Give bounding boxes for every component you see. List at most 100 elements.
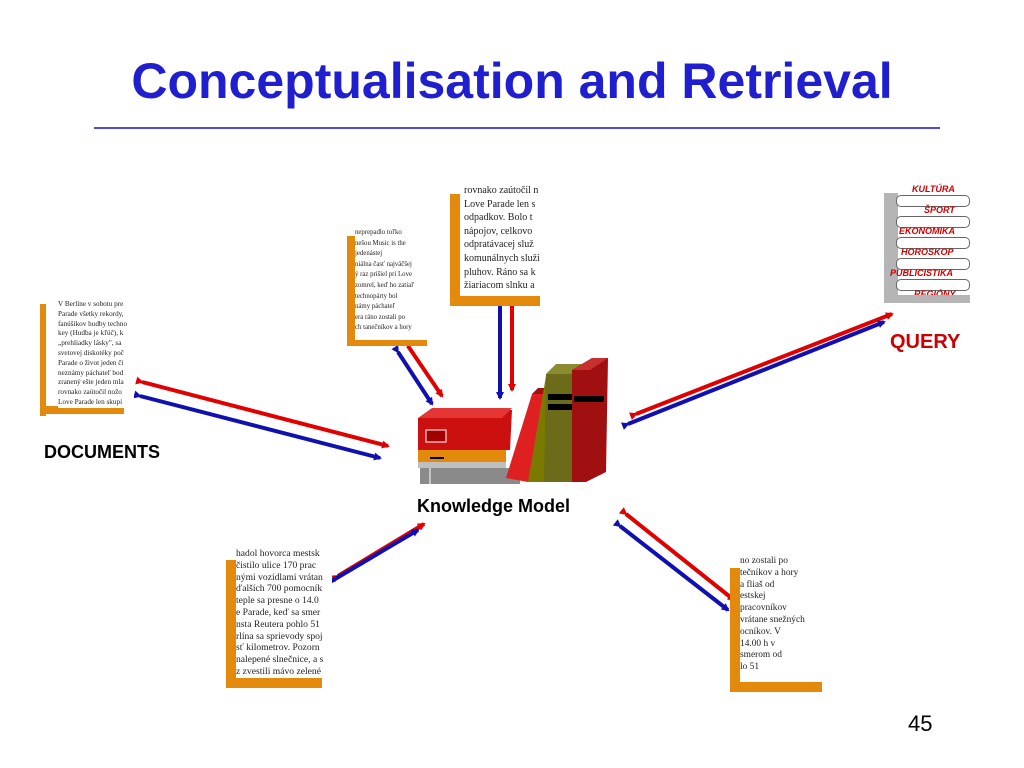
doc-line: pluhov. Ráno sa k bbox=[464, 266, 536, 278]
doc-line: smerom od bbox=[740, 650, 782, 661]
doc-line: no zostali po bbox=[740, 556, 788, 566]
doc-line: pracovníkov bbox=[740, 603, 787, 614]
document-top-center: rovnako zaútočil n Love Parade len s odp… bbox=[450, 184, 560, 308]
doc-line: teple sa presne o 14.0 bbox=[236, 595, 319, 607]
arrow-br-red bbox=[618, 507, 736, 602]
category-sport: ŠPORT bbox=[924, 205, 955, 215]
category-tab bbox=[896, 195, 970, 207]
documents-label: DOCUMENTS bbox=[44, 442, 160, 462]
category-regiony: REGIÓNY bbox=[914, 289, 956, 295]
doc-line: hadol hovorca mestsk bbox=[236, 548, 320, 559]
doc-line: 14.00 h v bbox=[740, 638, 776, 649]
doc-line: era ráno zostali po bbox=[355, 313, 406, 321]
doc-line: Parade všetky rekordy, bbox=[58, 309, 124, 318]
doc-line: Love Parade len s bbox=[464, 198, 536, 210]
doc-bracket bbox=[40, 304, 46, 416]
doc-text: hadol hovorca mestsk čistilo ulice 170 p… bbox=[236, 548, 332, 678]
doc-line: niálna časť najväčšej bbox=[355, 260, 412, 268]
knowledge-model-label: Knowledge Model bbox=[417, 496, 570, 516]
category-ekonomika: EKONOMIKA bbox=[899, 226, 955, 236]
doc-line: estskej bbox=[740, 591, 766, 602]
slide-title: Conceptualisation and Retrieval bbox=[131, 53, 893, 109]
document-upper-middle: neprepadlo toľko nešou Music is the jede… bbox=[347, 228, 437, 348]
doc-line: svetovej diskotéky poč bbox=[58, 348, 124, 357]
category-tab bbox=[896, 258, 970, 270]
arrow-br-blue bbox=[612, 519, 730, 612]
doc-line: zranený ešte jeden mla bbox=[58, 378, 124, 387]
doc-bracket bbox=[347, 236, 355, 346]
title-divider bbox=[94, 127, 940, 129]
category-tab bbox=[896, 237, 970, 249]
document-bottom-left: hadol hovorca mestsk čistilo ulice 170 p… bbox=[226, 548, 336, 688]
doc-line: sť kilometrov. Pozorn bbox=[236, 642, 320, 654]
arrow-query-blue bbox=[620, 320, 886, 430]
doc-bracket bbox=[450, 296, 540, 306]
doc-line: čistilo ulice 170 prac bbox=[236, 559, 317, 571]
doc-line: z zvestili mávo zelené bbox=[236, 665, 321, 677]
category-horoskop: HOROSKOP bbox=[901, 247, 954, 257]
doc-line: nápojov, celkovo bbox=[464, 225, 533, 237]
stack-base bbox=[884, 295, 970, 303]
doc-bracket bbox=[226, 560, 236, 688]
document-bottom-right: no zostali po tečníkov a hory a fliaš od… bbox=[730, 556, 834, 694]
doc-line: rovnako zaútočil nožo bbox=[58, 388, 122, 397]
doc-bracket bbox=[40, 406, 124, 414]
doc-line: nsta Reutera pohlo 51 bbox=[236, 618, 320, 630]
doc-text: neprepadlo toľko nešou Music is the jede… bbox=[355, 228, 435, 340]
doc-line: odpratávacej služ bbox=[464, 239, 534, 251]
doc-line: ch tanečníkov a hory bbox=[355, 324, 412, 332]
doc-line: ý raz prišiel pri Love bbox=[355, 271, 412, 279]
doc-line: key (Hudba je kľúč), k bbox=[58, 329, 124, 338]
arrow-um-red bbox=[401, 338, 444, 398]
doc-line: V Berlíne v sobotu pre bbox=[58, 300, 124, 308]
doc-line: neznámy páchateľ bod bbox=[58, 368, 124, 377]
doc-text: rovnako zaútočil n Love Parade len s odp… bbox=[464, 184, 558, 296]
doc-bracket bbox=[226, 678, 322, 688]
doc-bracket bbox=[450, 194, 460, 306]
doc-line: e Parade, keď sa smer bbox=[236, 606, 321, 618]
doc-line: odpadkov. Bolo t bbox=[464, 212, 533, 224]
doc-line: nými vozidlami vrátan bbox=[236, 571, 323, 583]
category-tab bbox=[896, 279, 970, 291]
arrow-bl-blue bbox=[322, 528, 420, 589]
doc-line: vrátane snežných bbox=[740, 614, 805, 625]
query-label: QUERY bbox=[890, 331, 961, 353]
category-tab bbox=[896, 216, 970, 228]
doc-bracket bbox=[730, 568, 740, 692]
doc-line: „prehliadky lásky", sa bbox=[58, 339, 122, 348]
doc-line: Love Parade len skupi bbox=[58, 397, 123, 406]
doc-line: fanúšikov hudby techno bbox=[58, 319, 128, 328]
arrow-left-red bbox=[135, 376, 390, 449]
doc-line: nešou Music is the bbox=[355, 239, 406, 247]
document-left: V Berlíne v sobotu pre Parade všetky rek… bbox=[40, 300, 140, 416]
doc-line: nalepené slnečnice, a s bbox=[236, 654, 324, 666]
doc-line: a fliaš od bbox=[740, 579, 775, 590]
doc-line: ďalších 700 pomocník bbox=[236, 583, 323, 595]
doc-line: námy páchateľ bbox=[355, 303, 396, 311]
doc-line: rovnako zaútočil n bbox=[464, 185, 539, 196]
category-kultura: KULTÚRA bbox=[912, 184, 955, 194]
doc-line: technopárty bol bbox=[355, 292, 398, 300]
doc-line: neprepadlo toľko bbox=[355, 229, 402, 236]
doc-line: ocníkov. V bbox=[740, 626, 781, 637]
doc-line: Parade o život jeden či bbox=[58, 358, 124, 367]
doc-bracket bbox=[730, 682, 822, 692]
category-publicistika: PUBLICISTIKA bbox=[890, 268, 953, 278]
page-number: 45 bbox=[908, 711, 933, 736]
knowledge-model-books-icon bbox=[418, 358, 608, 484]
doc-line: lo 51 bbox=[740, 662, 760, 673]
query-category-stack: KULTÚRA ŠPORT EKONOMIKA HOROSKOP PUBLICI… bbox=[884, 183, 970, 303]
arrow-query-red bbox=[628, 312, 894, 420]
doc-bracket bbox=[347, 338, 427, 346]
arrow-left-blue bbox=[133, 390, 382, 461]
doc-line: komunálnych služi bbox=[464, 252, 540, 264]
stack-frame bbox=[884, 193, 898, 303]
doc-line: tečníkov a hory bbox=[740, 567, 799, 578]
doc-line: rlína sa sprievody spoj bbox=[236, 630, 323, 642]
doc-line: žiariacom slnku a bbox=[464, 280, 535, 292]
doc-text: V Berlíne v sobotu pre Parade všetky rek… bbox=[58, 300, 134, 408]
doc-text: no zostali po tečníkov a hory a fliaš od… bbox=[740, 556, 832, 682]
doc-line: jedenástej bbox=[355, 250, 383, 258]
doc-line: zomrel, keď ho zatiaľ bbox=[355, 281, 414, 289]
